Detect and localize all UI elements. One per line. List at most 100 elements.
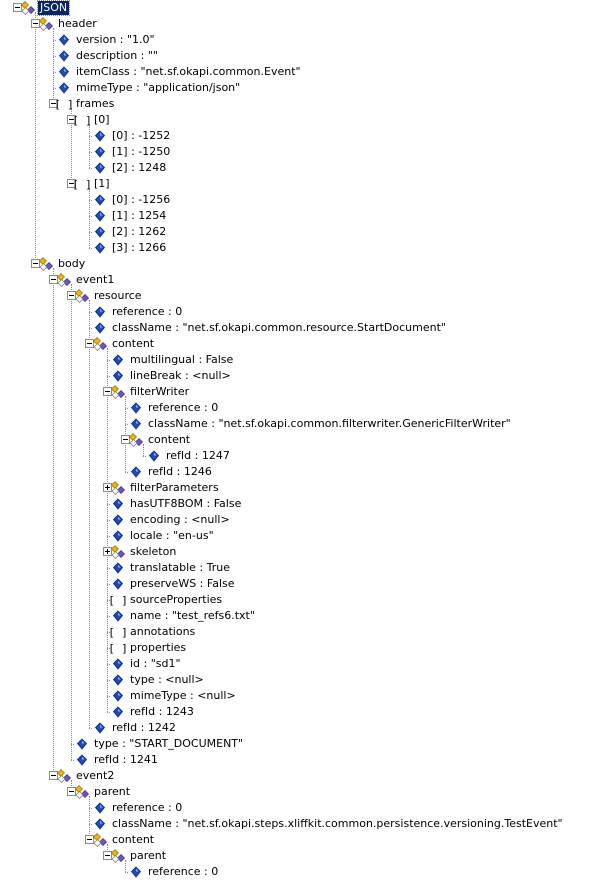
tree-node-label[interactable]: type : "START_DOCUMENT": [94, 737, 244, 750]
tree-row[interactable]: header: [0, 16, 612, 32]
tree-node-label[interactable]: JSON: [36, 0, 71, 16]
tree-node-label[interactable]: filterWriter: [130, 385, 190, 398]
collapse-toggle[interactable]: [67, 179, 76, 188]
tree-node-label[interactable]: event2: [76, 769, 115, 782]
tree-node-label[interactable]: refId : 1246: [148, 465, 212, 478]
tree-row[interactable]: description : "": [0, 48, 612, 64]
collapse-toggle[interactable]: [49, 771, 58, 780]
tree-row[interactable]: [ ]frames: [0, 96, 612, 112]
tree-row[interactable]: content: [0, 432, 612, 448]
tree-row[interactable]: JSON: [0, 0, 612, 16]
tree-node-label[interactable]: translatable : True: [130, 561, 230, 574]
tree-row[interactable]: multilingual : False: [0, 352, 612, 368]
collapse-toggle[interactable]: [67, 787, 76, 796]
tree-row[interactable]: encoding : <null>: [0, 512, 612, 528]
tree-node-label[interactable]: refId : 1243: [130, 705, 194, 718]
tree-node-label[interactable]: refId : 1247: [166, 449, 230, 462]
tree-row[interactable]: filterWriter: [0, 384, 612, 400]
tree-node-label[interactable]: [0]: [94, 113, 110, 126]
tree-node-label[interactable]: name : "test_refs6.txt": [130, 609, 255, 622]
tree-node-label[interactable]: mimeType : <null>: [130, 689, 236, 702]
tree-node-label[interactable]: reference : 0: [112, 305, 183, 318]
tree-node-label[interactable]: sourceProperties: [130, 593, 223, 606]
tree-row[interactable]: [2] : 1248: [0, 160, 612, 176]
collapse-toggle[interactable]: [67, 291, 76, 300]
tree-node-label[interactable]: className : "net.sf.okapi.common.filterw…: [148, 417, 511, 430]
collapse-toggle[interactable]: [103, 387, 112, 396]
tree-row[interactable]: version : "1.0": [0, 32, 612, 48]
tree-node-label[interactable]: [2] : 1248: [112, 161, 167, 174]
tree-row[interactable]: [1] : -1250: [0, 144, 612, 160]
tree-row[interactable]: event2: [0, 768, 612, 784]
tree-row[interactable]: event1: [0, 272, 612, 288]
collapse-toggle[interactable]: [121, 435, 130, 444]
tree-node-label[interactable]: content: [112, 833, 155, 846]
collapse-toggle[interactable]: [31, 259, 40, 268]
tree-node-label[interactable]: type : <null>: [130, 673, 204, 686]
tree-node-label[interactable]: frames: [76, 97, 115, 110]
tree-node-label[interactable]: [0] : -1256: [112, 193, 171, 206]
tree-row[interactable]: [3] : 1266: [0, 240, 612, 256]
tree-row[interactable]: className : "net.sf.okapi.steps.xliffkit…: [0, 816, 612, 832]
tree-row[interactable]: refId : 1241: [0, 752, 612, 768]
tree-node-label[interactable]: itemClass : "net.sf.okapi.common.Event": [76, 65, 301, 78]
tree-row[interactable]: type : "START_DOCUMENT": [0, 736, 612, 752]
tree-row[interactable]: reference : 0: [0, 864, 612, 880]
collapse-toggle[interactable]: [103, 851, 112, 860]
collapse-toggle[interactable]: [31, 19, 40, 28]
tree-node-label[interactable]: header: [58, 17, 97, 30]
tree-node-label[interactable]: lineBreak : <null>: [130, 369, 231, 382]
tree-row[interactable]: type : <null>: [0, 672, 612, 688]
tree-row[interactable]: [0] : -1252: [0, 128, 612, 144]
tree-node-label[interactable]: [1]: [94, 177, 110, 190]
tree-node-label[interactable]: description : "": [76, 49, 158, 62]
tree-node-label[interactable]: parent: [130, 849, 167, 862]
tree-row[interactable]: content: [0, 832, 612, 848]
tree-row[interactable]: className : "net.sf.okapi.common.resourc…: [0, 320, 612, 336]
collapse-toggle[interactable]: [67, 115, 76, 124]
tree-row[interactable]: hasUTF8BOM : False: [0, 496, 612, 512]
tree-row[interactable]: preserveWS : False: [0, 576, 612, 592]
tree-row[interactable]: mimeType : "application/json": [0, 80, 612, 96]
tree-node-label[interactable]: preserveWS : False: [130, 577, 235, 590]
tree-row[interactable]: [ ]sourceProperties: [0, 592, 612, 608]
tree-row[interactable]: id : "sd1": [0, 656, 612, 672]
tree-row[interactable]: lineBreak : <null>: [0, 368, 612, 384]
tree-row[interactable]: reference : 0: [0, 304, 612, 320]
tree-row[interactable]: resource: [0, 288, 612, 304]
tree-node-label[interactable]: refId : 1242: [112, 721, 176, 734]
tree-node-label[interactable]: resource: [94, 289, 142, 302]
tree-node-label[interactable]: reference : 0: [148, 401, 219, 414]
tree-row[interactable]: refId : 1247: [0, 448, 612, 464]
tree-row[interactable]: [ ]properties: [0, 640, 612, 656]
tree-node-label[interactable]: [3] : 1266: [112, 241, 167, 254]
tree-node-label[interactable]: annotations: [130, 625, 196, 638]
tree-node-label[interactable]: locale : "en-us": [130, 529, 214, 542]
tree-row[interactable]: [ ][1]: [0, 176, 612, 192]
tree-row[interactable]: parent: [0, 848, 612, 864]
tree-node-label[interactable]: version : "1.0": [76, 33, 155, 46]
tree-row[interactable]: parent: [0, 784, 612, 800]
tree-node-label[interactable]: [0] : -1252: [112, 129, 171, 142]
tree-node-label[interactable]: filterParameters: [130, 481, 219, 494]
tree-node-label[interactable]: content: [148, 433, 191, 446]
tree-node-label[interactable]: className : "net.sf.okapi.common.resourc…: [112, 321, 446, 334]
tree-row[interactable]: reference : 0: [0, 800, 612, 816]
tree-node-label[interactable]: properties: [130, 641, 187, 654]
collapse-toggle[interactable]: [49, 275, 58, 284]
tree-node-label[interactable]: multilingual : False: [130, 353, 234, 366]
tree-row[interactable]: itemClass : "net.sf.okapi.common.Event": [0, 64, 612, 80]
tree-node-label[interactable]: reference : 0: [148, 865, 219, 878]
tree-node-label[interactable]: event1: [76, 273, 115, 286]
collapse-toggle[interactable]: [49, 99, 58, 108]
tree-node-label[interactable]: body: [58, 257, 86, 270]
collapse-toggle[interactable]: [85, 339, 94, 348]
tree-row[interactable]: name : "test_refs6.txt": [0, 608, 612, 624]
tree-node-label[interactable]: hasUTF8BOM : False: [130, 497, 242, 510]
tree-row[interactable]: mimeType : <null>: [0, 688, 612, 704]
tree-node-label[interactable]: encoding : <null>: [130, 513, 230, 526]
expand-toggle[interactable]: [103, 483, 112, 492]
tree-row[interactable]: skeleton: [0, 544, 612, 560]
tree-node-label[interactable]: skeleton: [130, 545, 177, 558]
